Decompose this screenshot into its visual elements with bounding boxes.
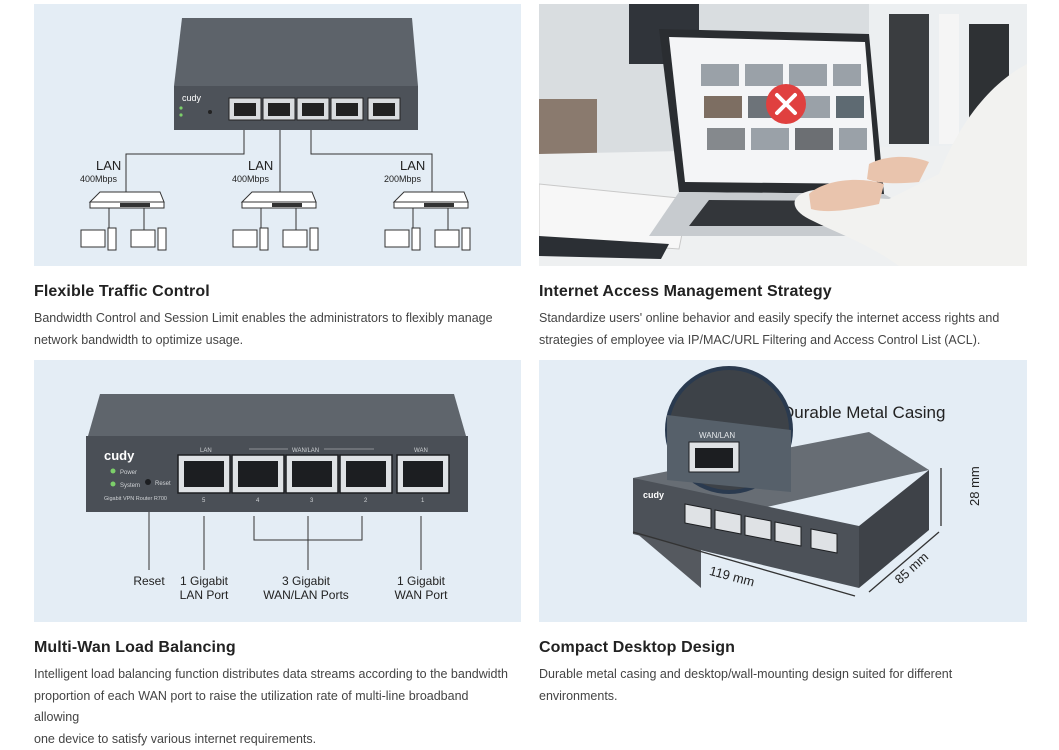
feature-title: Flexible Traffic Control <box>34 283 210 301</box>
led-icon <box>179 113 182 116</box>
description-line: network bandwidth to optimize usage. <box>34 330 504 352</box>
reset-small-label: Reset <box>155 481 171 487</box>
port-group-lan: LAN <box>200 448 212 454</box>
access-management-photo <box>539 4 1027 266</box>
router-brand: cudy <box>104 448 135 463</box>
led-icon <box>179 106 182 109</box>
feature-description: Durable metal casing and desktop/wall-mo… <box>539 664 1009 707</box>
callout-lan-line2: LAN Port <box>180 588 229 602</box>
model-label: Gigabit VPN Router R700 <box>104 496 167 502</box>
callout-wanlan-line1: 3 Gigabit <box>282 574 331 588</box>
lan-label: LAN <box>400 158 425 173</box>
lan-speed: 400Mbps <box>232 174 270 184</box>
lan-speed: 400Mbps <box>80 174 118 184</box>
lan-speed: 200Mbps <box>384 174 422 184</box>
router-top <box>88 394 466 436</box>
power-led-label: Power <box>120 470 137 476</box>
callout-wan-line1: 1 Gigabit <box>397 574 446 588</box>
callout-wan-line2: WAN Port <box>395 588 449 602</box>
laptop-scene-svg <box>539 4 1027 266</box>
feature-description: Intelligent load balancing function dist… <box>34 664 514 750</box>
zoom-label: WAN/LAN <box>699 431 735 440</box>
lan-label: LAN <box>96 158 121 173</box>
system-led-label: System <box>120 483 140 489</box>
callout-reset: Reset <box>133 574 165 588</box>
reset-hole-icon <box>208 110 212 114</box>
router-ports <box>229 98 400 120</box>
description-line: one device to satisfy various internet r… <box>34 729 514 750</box>
network-diagram-svg: cudy LAN 400Mbps LAN 400Mbps LAN 200Mbps <box>34 4 521 266</box>
feature-description: Bandwidth Control and Session Limit enab… <box>34 308 504 351</box>
system-led-icon <box>111 482 116 487</box>
power-led-icon <box>111 469 116 474</box>
description-line: strategies of employee via IP/MAC/URL Fi… <box>539 330 1019 352</box>
router-brand: cudy <box>182 93 202 103</box>
rj45-ports <box>178 455 449 493</box>
switch-group-2 <box>233 192 318 250</box>
feature-description: Standardize users' online behavior and e… <box>539 308 1019 351</box>
router-dimensions-svg: Durable Metal Casing cudy WAN/LAN 119 mm… <box>539 360 1027 622</box>
traffic-control-diagram: cudy LAN 400Mbps LAN 400Mbps LAN 200Mbps <box>34 4 521 266</box>
description-line: environments. <box>539 686 1009 708</box>
reset-hole-icon <box>145 479 151 485</box>
callout-lines <box>149 512 421 570</box>
feature-title: Internet Access Management Strategy <box>539 283 832 301</box>
router-top <box>174 18 418 86</box>
callout-wanlan-line2: WAN/LAN Ports <box>263 588 349 602</box>
port-group-wanlan: WAN/LAN <box>292 448 319 454</box>
width-label: 119 mm <box>708 563 756 589</box>
casing-heading: Durable Metal Casing <box>782 403 945 422</box>
port-group-wan: WAN <box>414 448 428 454</box>
compact-design-diagram: Durable Metal Casing cudy WAN/LAN 119 mm… <box>539 360 1027 622</box>
description-line: Bandwidth Control and Session Limit enab… <box>34 308 504 330</box>
height-label: 28 mm <box>967 466 982 506</box>
description-line: proportion of each WAN port to raise the… <box>34 686 514 729</box>
feature-title: Compact Desktop Design <box>539 639 735 657</box>
switch-group-3 <box>385 192 470 250</box>
description-line: Standardize users' online behavior and e… <box>539 308 1019 330</box>
hand <box>867 157 929 183</box>
router-front-svg: cudy Power System Reset Gigabit VPN Rout… <box>34 360 521 622</box>
feature-title: Multi-Wan Load Balancing <box>34 639 236 657</box>
lan-label: LAN <box>248 158 273 173</box>
cabinet <box>539 99 597 159</box>
description-line: Durable metal casing and desktop/wall-mo… <box>539 664 1009 686</box>
description-line: Intelligent load balancing function dist… <box>34 664 514 686</box>
callout-lan-line1: 1 Gigabit <box>180 574 229 588</box>
router-ports-diagram: cudy Power System Reset Gigabit VPN Rout… <box>34 360 521 622</box>
switch-group-1 <box>81 192 166 250</box>
router-brand: cudy <box>643 490 664 500</box>
